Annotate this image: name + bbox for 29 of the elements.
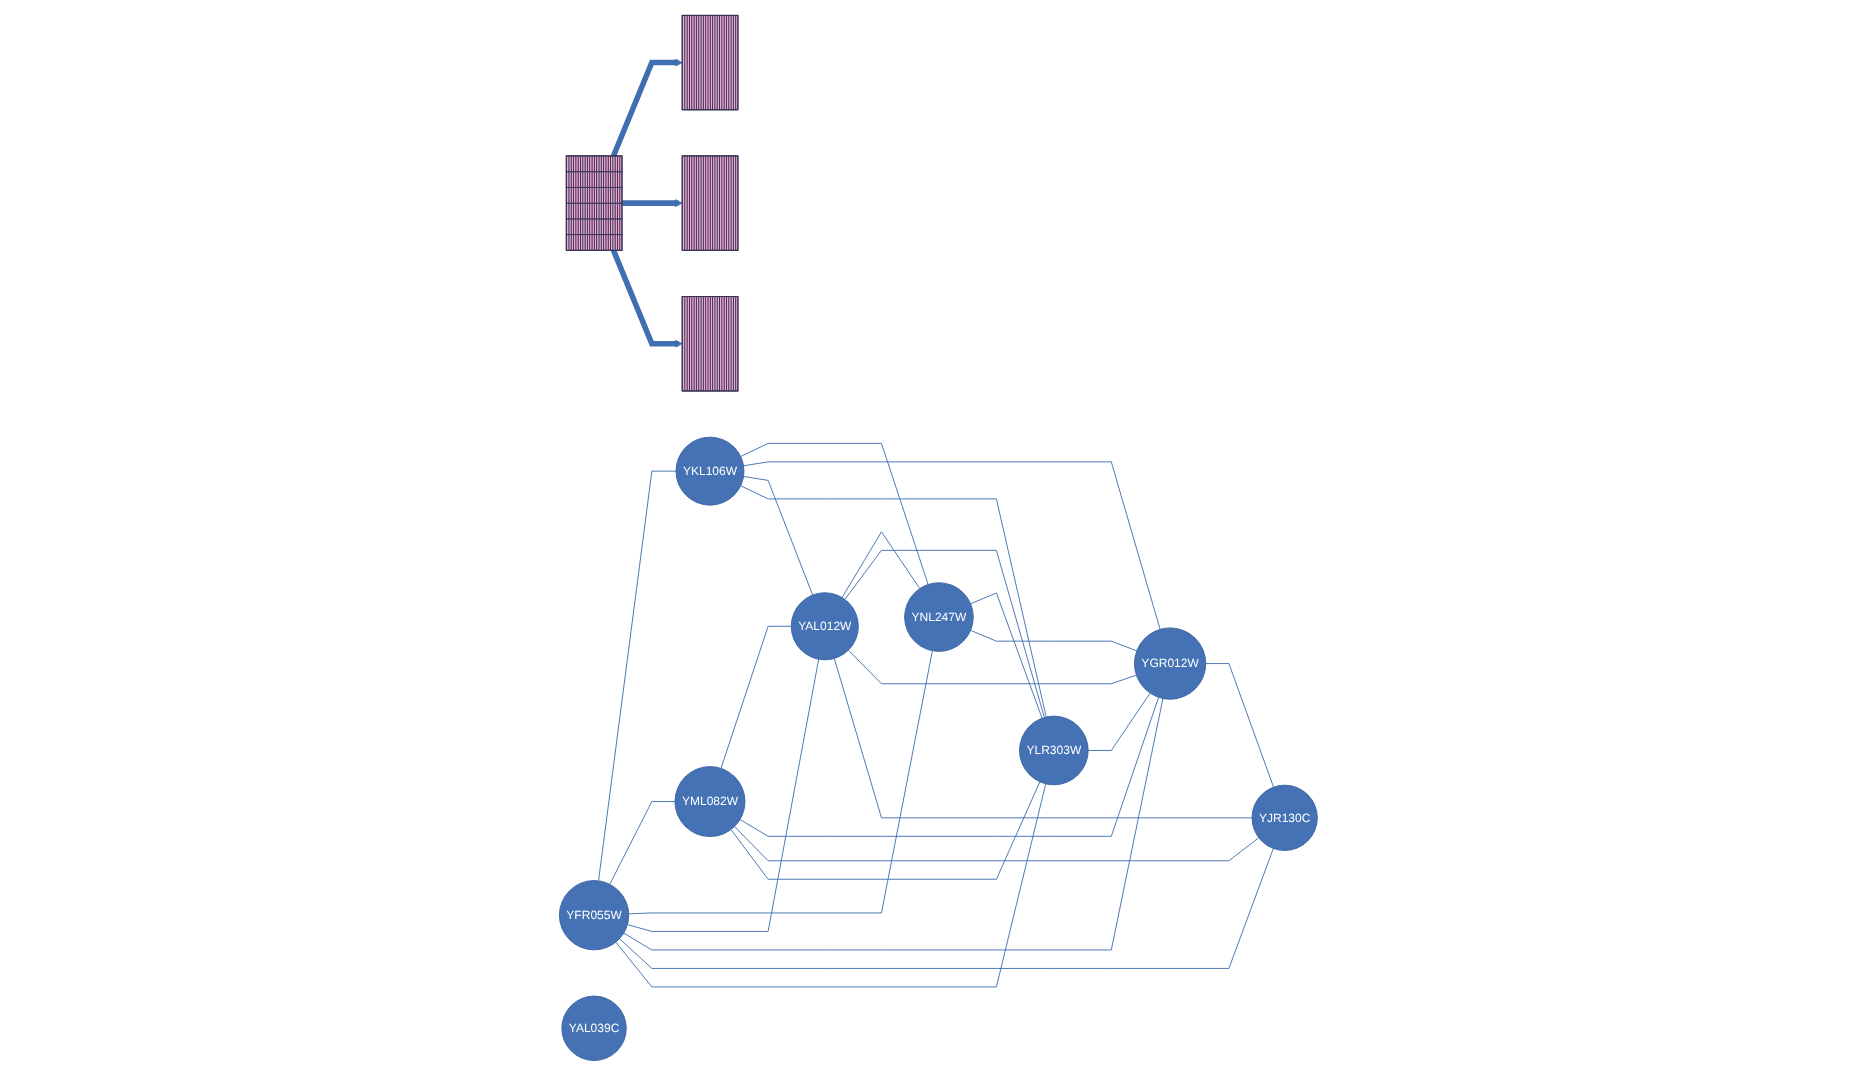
connector	[615, 783, 1046, 988]
connector	[969, 592, 1043, 719]
connector	[1204, 663, 1274, 788]
connector	[739, 442, 929, 585]
connector	[626, 658, 819, 932]
connector	[739, 485, 1047, 718]
connector	[847, 649, 1137, 685]
connector	[1087, 692, 1151, 751]
heatmap-picture	[681, 296, 739, 392]
connector	[733, 826, 1259, 862]
connector	[618, 848, 1274, 969]
heatmap-picture	[681, 155, 739, 251]
connector	[742, 476, 813, 596]
connector	[597, 470, 677, 882]
connector	[608, 801, 676, 885]
connector	[622, 698, 1163, 951]
connector	[720, 625, 792, 769]
arrow	[621, 199, 683, 208]
heatmap-picture	[565, 155, 623, 251]
connector	[627, 650, 933, 915]
connector	[833, 658, 1253, 819]
connector	[844, 549, 1045, 718]
connector	[969, 629, 1137, 652]
connector	[742, 461, 1161, 630]
connector	[739, 696, 1159, 837]
connector	[730, 781, 1040, 880]
arrow	[610, 249, 683, 348]
arrow	[610, 58, 683, 158]
heatmap-picture	[681, 14, 739, 111]
